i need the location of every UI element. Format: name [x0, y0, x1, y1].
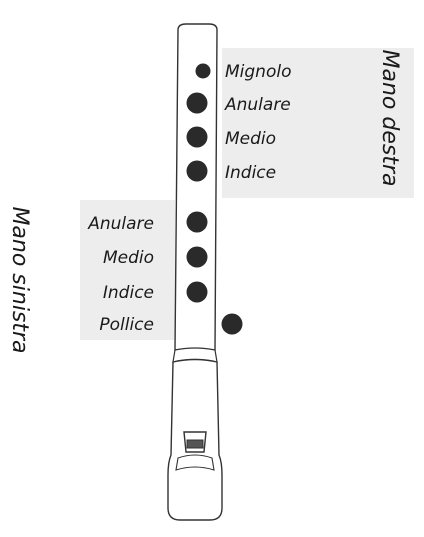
right-hand-highlight — [222, 48, 414, 198]
hole-right-indice — [186, 160, 208, 182]
label-right-medio: Medio — [225, 129, 277, 149]
hole-right-anulare — [186, 92, 208, 114]
group-title-right-hand: Mano destra — [377, 49, 402, 187]
left-hand-highlight — [80, 200, 175, 340]
label-right-mignolo: Mignolo — [225, 62, 292, 82]
label-left-anulare: Anulare — [88, 214, 154, 234]
hole-left-medio — [186, 246, 208, 268]
group-title-left-hand: Mano sinistra — [7, 206, 32, 354]
recorder-beak — [175, 454, 215, 471]
hole-left-anulare — [186, 211, 208, 233]
label-left-medio: Medio — [102, 248, 154, 268]
hole-left-indice — [186, 281, 208, 303]
recorder-window-edge — [186, 439, 204, 449]
label-right-anulare: Anulare — [225, 95, 291, 115]
label-right-indice: Indice — [225, 163, 277, 183]
label-left-indice: Indice — [102, 283, 154, 303]
hole-right-medio — [186, 126, 208, 148]
hole-right-mignolo — [195, 63, 211, 79]
label-left-pollice: Pollice — [99, 315, 154, 335]
hole-thumb-pollice — [221, 313, 243, 335]
